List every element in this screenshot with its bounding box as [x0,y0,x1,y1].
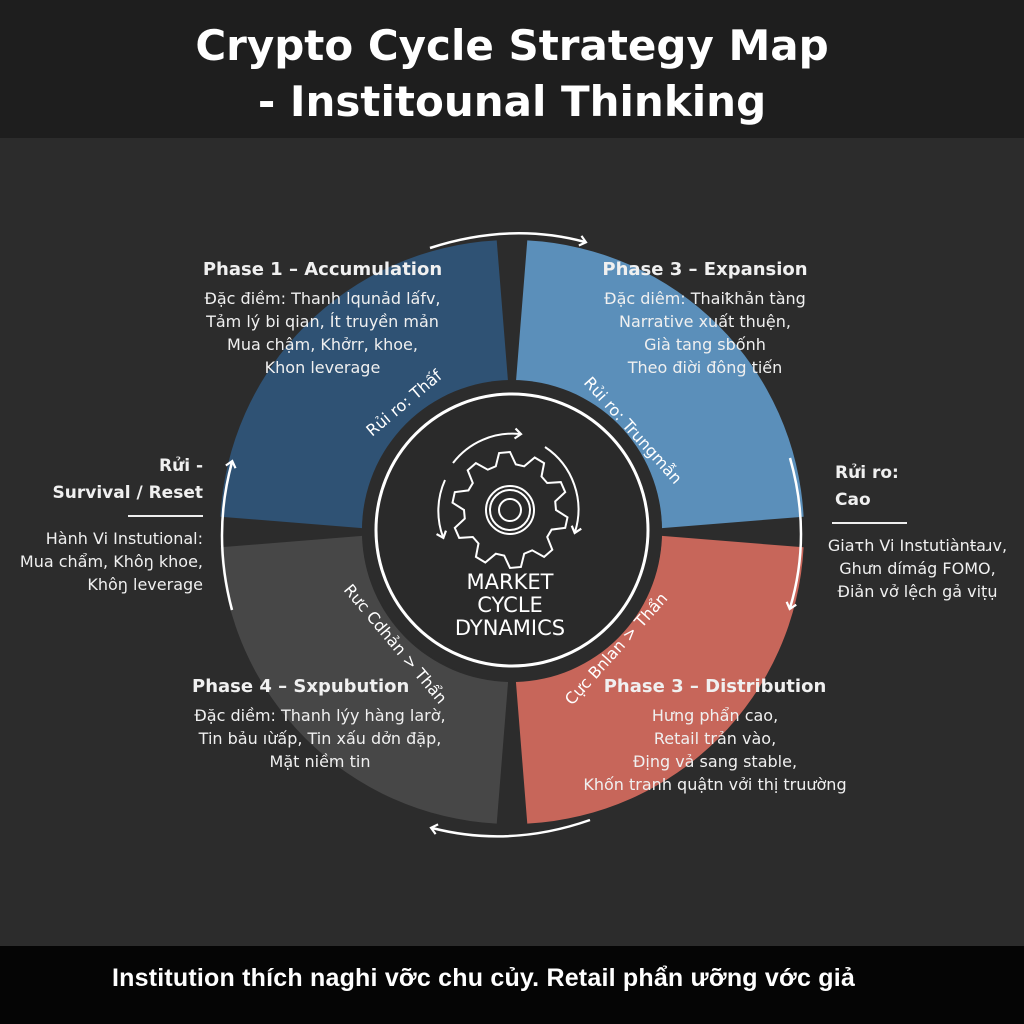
phase-3-block: Phase 3 – Distribution Hưng phẩn cao, Re… [570,675,860,796]
gear-outline [451,450,569,570]
phase-3-line: Retail trản vào, [653,729,777,748]
phase-1-line: Đặc điềm: Thanh lqunảd lấfv, [204,289,441,308]
cycle-arrow-bottom [429,818,591,838]
title-line-2: - Institounal Thinking [257,77,767,126]
divider [832,522,907,524]
phase-2-line: Đặc diêm: Thaiꝁhản tàng [604,289,806,308]
cycle-arrow-top [429,232,588,250]
phase-4-block: Phase 4 – Sxpubution Đặc diềm: Thanh lýy… [175,675,465,773]
phase-1-line: Mua chậm, Khởrr, khoe, [227,335,418,354]
phase-2-title: Phase 3 – Expansion [602,259,808,280]
center-label-3: DYNAMICS [455,616,565,640]
phase-1-block: Phase 1 – Accumulation Đặc điềm: Thanh l… [190,258,455,379]
phase-3-segment [515,535,804,824]
phase-3-line: Khốn tranh quậtn vởi thị truường [583,775,847,794]
phase-1-line: Tảm lý bi qian, Ít truyền mản [206,312,439,331]
title-line-1: Crypto Cycle Strategy Map [195,21,829,70]
phase-4-title: Phase 4 – Sxpubution [192,676,410,697]
center-label-1: MARKET [467,570,554,594]
phase-3-line: Hưng phẩn cao, [651,706,779,725]
phase-1-segment [220,240,509,529]
right-note: Rửi ro: Cao Giaτh Vi Instutiànŧaɹv, Ghưn… [815,460,1020,603]
phase-2-line: Theo điời đông tiến [627,358,783,377]
phase-2-block: Phase 3 – Expansion Đặc diêm: Thaiꝁhản t… [585,258,825,379]
footer-caption: Institution thích naghi vỡc chu củy. Ret… [112,964,855,992]
page-title: Crypto Cycle Strategy Map - Institounal … [0,0,1024,130]
cycle-arrow-right [785,457,803,611]
phase-2-line: Narrative xuất thuện, [619,312,791,331]
phase-4-line: Tin bảu ıừấp, Tin xấu dởn đặp, [198,729,442,748]
phase-3-line: Địng vả sang stable, [632,752,798,771]
phase-2-line: Già tang sbốnh [644,335,766,354]
phase-1-line: Khon leverage [264,358,381,377]
right-note-line: Ghưn dímág FOMO, [839,559,996,578]
left-note-line: Hành Vi Instutional: [45,529,203,548]
phase-4-line: Đặc diềm: Thanh lýy hàng larờ, [194,706,446,725]
right-note-subtitle: Cao [835,490,871,510]
phase-1-title: Phase 1 – Accumulation [202,259,443,280]
left-note-title: Rửi - [159,456,203,476]
cycle-arrow-left [220,459,237,611]
left-note-line: Mua chẩm, Khôŋ khoe, [19,552,203,571]
right-note-line: Giaτh Vi Instutiànŧaɹv, [827,536,1008,555]
phase-4-line: Mặt niềm tin [269,752,371,771]
left-note-subtitle: Survival / Reset [52,483,203,503]
phase-3-title: Phase 3 – Distribution [603,676,827,697]
phase-2-segment [515,240,804,529]
gear-icon [436,427,582,570]
divider [128,515,203,517]
phase-4-segment [220,535,509,824]
right-note-title: Rửi ro: [835,463,899,483]
footer: Institution thích naghi vỡc chu củy. Ret… [0,946,1024,1024]
left-note-line: Khôŋ leverage [87,575,203,594]
center-label-2: CYCLE [477,593,543,617]
left-note: Rửi - Survival / Reset Hành Vi Instution… [10,453,203,596]
right-note-line: Điản vở lệch gả viṭụ [837,582,998,601]
header: Crypto Cycle Strategy Map - Institounal … [0,0,1024,138]
